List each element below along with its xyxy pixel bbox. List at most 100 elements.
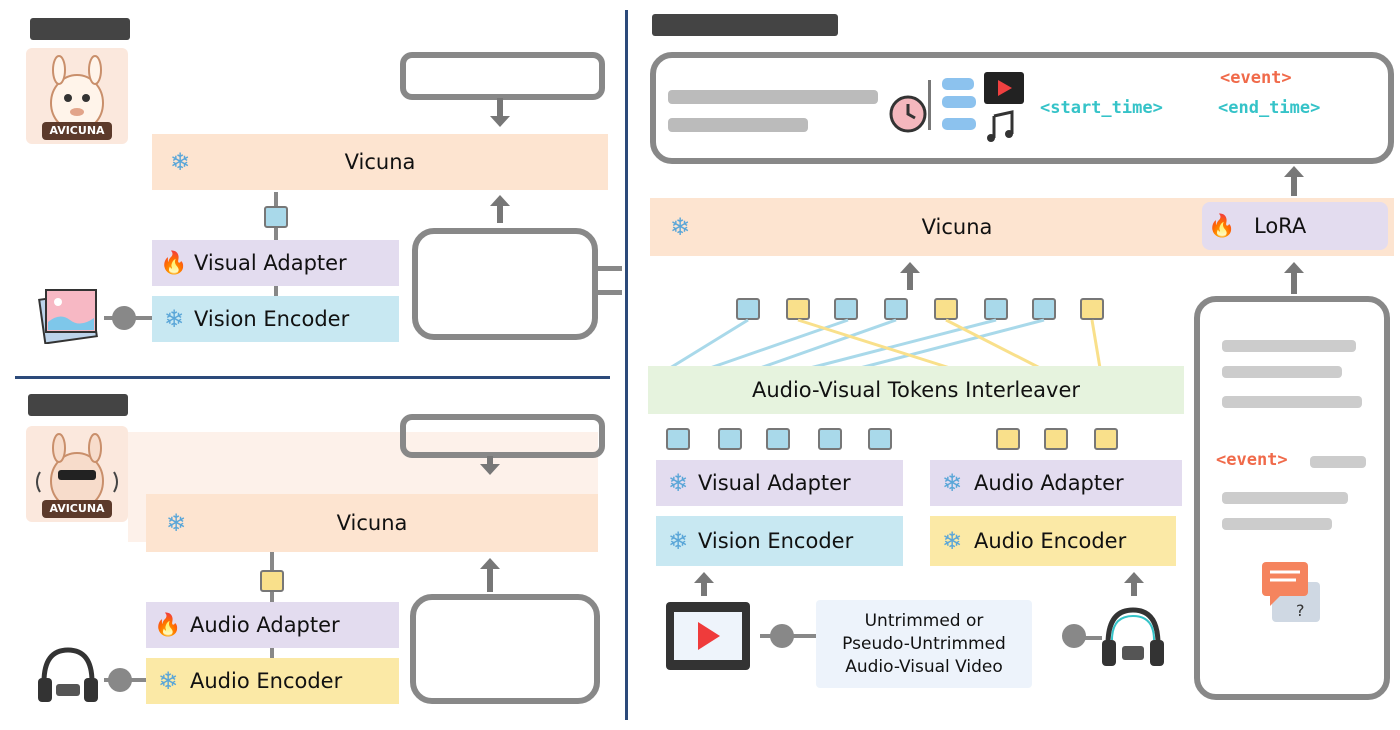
music-icon bbox=[984, 110, 1018, 144]
event-token-right: <event> bbox=[1216, 450, 1288, 470]
arrow-head-2 bbox=[480, 464, 500, 475]
arrow-up-audio-stem bbox=[1131, 582, 1137, 596]
interleaved-token-8 bbox=[1080, 298, 1104, 320]
video-small-icon bbox=[984, 72, 1024, 104]
arrow-up-stem-1 bbox=[497, 205, 503, 223]
output-placeholder-text bbox=[668, 90, 878, 104]
arrow-up-video-head bbox=[694, 572, 714, 583]
connector-dot-4 bbox=[1062, 624, 1086, 648]
arrow-up-instr-head bbox=[1284, 262, 1304, 273]
arrow-up-tokens-stem bbox=[907, 272, 913, 290]
instr-placeholder-5 bbox=[1222, 492, 1348, 504]
video-icon bbox=[664, 600, 752, 672]
snowflake-icon: ❄ bbox=[669, 213, 691, 241]
interleaved-token-3 bbox=[834, 298, 858, 320]
audio-adapter-label-2: Audio Adapter bbox=[974, 471, 1124, 495]
snowflake-icon: ❄ bbox=[941, 527, 963, 555]
arrow-up-right-stem bbox=[1291, 176, 1297, 196]
visual-token-b bbox=[718, 428, 742, 450]
arrow-up-2 bbox=[480, 558, 500, 569]
frame-tick-1 bbox=[598, 266, 622, 271]
output-placeholder-text-2 bbox=[668, 118, 808, 132]
start-time-token: <start_time> bbox=[1040, 98, 1163, 118]
visual-adapter-label-2: Visual Adapter bbox=[698, 471, 851, 495]
connector-dot-3 bbox=[770, 624, 794, 648]
image-icon bbox=[34, 286, 100, 345]
arrow-up-instr-stem bbox=[1291, 272, 1297, 294]
visual-token-d bbox=[818, 428, 842, 450]
vicuna-label-3: Vicuna bbox=[921, 215, 993, 239]
llama-avatar: AVICUNA bbox=[26, 48, 128, 144]
stage-title-placeholder-2 bbox=[28, 394, 128, 416]
snowflake-icon: ❄ bbox=[667, 527, 689, 555]
bar-icon-2 bbox=[942, 96, 976, 108]
bar-icon-3 bbox=[942, 118, 976, 130]
connector-2 bbox=[274, 286, 278, 296]
instr-placeholder-6 bbox=[1222, 518, 1332, 530]
audio-encoder-2: ❄ Audio Encoder bbox=[930, 516, 1176, 566]
instruction-frame-2 bbox=[410, 594, 600, 704]
audio-adapter-label-1: Audio Adapter bbox=[190, 613, 340, 637]
arrow-up-right-head bbox=[1284, 166, 1304, 177]
visual-token-c bbox=[766, 428, 790, 450]
interleaved-token-4 bbox=[884, 298, 908, 320]
vicuna-block-1: ❄ Vicuna bbox=[152, 134, 608, 190]
snowflake-icon: ❄ bbox=[163, 305, 185, 333]
audio-encoder-label-2: Audio Encoder bbox=[974, 529, 1127, 553]
output-text-frame-2 bbox=[400, 414, 605, 458]
snowflake-icon: ❄ bbox=[667, 469, 689, 497]
snowflake-icon: ❄ bbox=[169, 148, 191, 176]
audio-token-b bbox=[1044, 428, 1068, 450]
arrow-stem-2 bbox=[487, 456, 493, 466]
instr-placeholder-3 bbox=[1222, 396, 1362, 408]
output-text-frame-1 bbox=[400, 52, 605, 100]
headphones-icon-2 bbox=[1098, 600, 1168, 680]
arrow-head-1 bbox=[490, 116, 510, 127]
audio-token bbox=[260, 570, 284, 592]
video-caption-text: Untrimmed or Pseudo-Untrimmed Audio-Visu… bbox=[842, 610, 1006, 677]
visual-token-e bbox=[868, 428, 892, 450]
arrow-up-1 bbox=[490, 195, 510, 206]
interleaved-token-6 bbox=[984, 298, 1008, 320]
vision-encoder-label-2: Vision Encoder bbox=[698, 529, 854, 553]
headphones-icon bbox=[34, 640, 102, 714]
fire-icon: 🔥 bbox=[154, 612, 182, 638]
vision-encoder-2: ❄ Vision Encoder bbox=[656, 516, 903, 566]
audio-encoder-label-1: Audio Encoder bbox=[190, 669, 343, 693]
connector-dot-2 bbox=[108, 668, 132, 692]
vision-encoder-1: ❄ Vision Encoder bbox=[152, 296, 399, 342]
interleave-lines bbox=[669, 318, 1102, 370]
avatar-name-2: AVICUNA bbox=[42, 500, 112, 518]
visual-token bbox=[264, 206, 288, 228]
visual-token-a bbox=[666, 428, 690, 450]
stage-title-placeholder-3 bbox=[652, 14, 838, 36]
fire-icon: 🔥 bbox=[1208, 213, 1236, 239]
audio-token-a bbox=[996, 428, 1020, 450]
arrow-down-1 bbox=[497, 98, 503, 118]
bar-icon-1 bbox=[942, 78, 974, 90]
visual-adapter-label-1: Visual Adapter bbox=[194, 251, 347, 275]
instruction-frame-right bbox=[1194, 296, 1390, 700]
audio-adapter-2: ❄ Audio Adapter bbox=[930, 460, 1182, 506]
snowflake-icon: ❄ bbox=[165, 509, 187, 537]
vicuna-label-1: Vicuna bbox=[344, 150, 416, 174]
tokens-interleaver: Audio-Visual Tokens Interleaver bbox=[648, 366, 1184, 414]
interleaved-token-1 bbox=[736, 298, 760, 320]
arrow-up-video-stem bbox=[701, 582, 707, 596]
vision-encoder-label-1: Vision Encoder bbox=[194, 307, 350, 331]
lora-label: LoRA bbox=[1254, 214, 1307, 238]
lora-block: 🔥 LoRA bbox=[1202, 202, 1388, 250]
event-token-top: <event> bbox=[1220, 68, 1292, 88]
snowflake-icon: ❄ bbox=[157, 667, 179, 695]
video-caption-box: Untrimmed or Pseudo-Untrimmed Audio-Visu… bbox=[816, 600, 1032, 688]
connector-dot bbox=[112, 306, 136, 330]
interleaved-token-2 bbox=[786, 298, 810, 320]
instr-placeholder-4 bbox=[1310, 456, 1366, 468]
svg-text:?: ? bbox=[1296, 601, 1305, 620]
avatar-name: AVICUNA bbox=[42, 122, 112, 140]
frame-tick-2 bbox=[598, 290, 622, 295]
interleaved-token-7 bbox=[1032, 298, 1056, 320]
interleaver-label: Audio-Visual Tokens Interleaver bbox=[751, 378, 1081, 402]
interleaved-token-5 bbox=[934, 298, 958, 320]
